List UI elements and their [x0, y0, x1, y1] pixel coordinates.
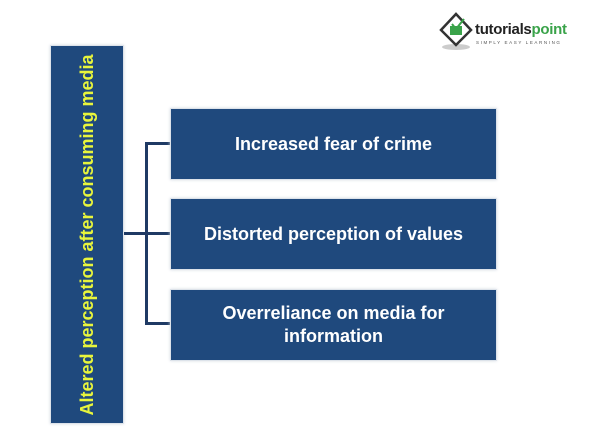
child-node-label: Distorted perception of values [203, 223, 464, 244]
tutorialspoint-logo: tutorialspoint SIMPLY EASY LEARNING [438, 12, 583, 52]
child-node-label: Overreliance on media for information [222, 303, 445, 346]
logo-icon [439, 12, 473, 50]
child-node-overreliance: Overreliance on media for information [170, 289, 497, 361]
connector-branch-3 [145, 322, 170, 325]
connector-root [124, 232, 147, 235]
child-node-distorted-values: Distorted perception of values [170, 198, 497, 270]
root-node-label: Altered perception after consuming media [77, 53, 97, 416]
logo-tagline: SIMPLY EASY LEARNING [476, 40, 562, 45]
root-node: Altered perception after consuming media [50, 45, 124, 424]
connector-branch-2 [145, 232, 170, 235]
child-node-fear-of-crime: Increased fear of crime [170, 108, 497, 180]
child-node-label: Increased fear of crime [234, 133, 433, 154]
connector-branch-1 [145, 142, 170, 145]
logo-text: tutorialspoint [475, 21, 567, 38]
